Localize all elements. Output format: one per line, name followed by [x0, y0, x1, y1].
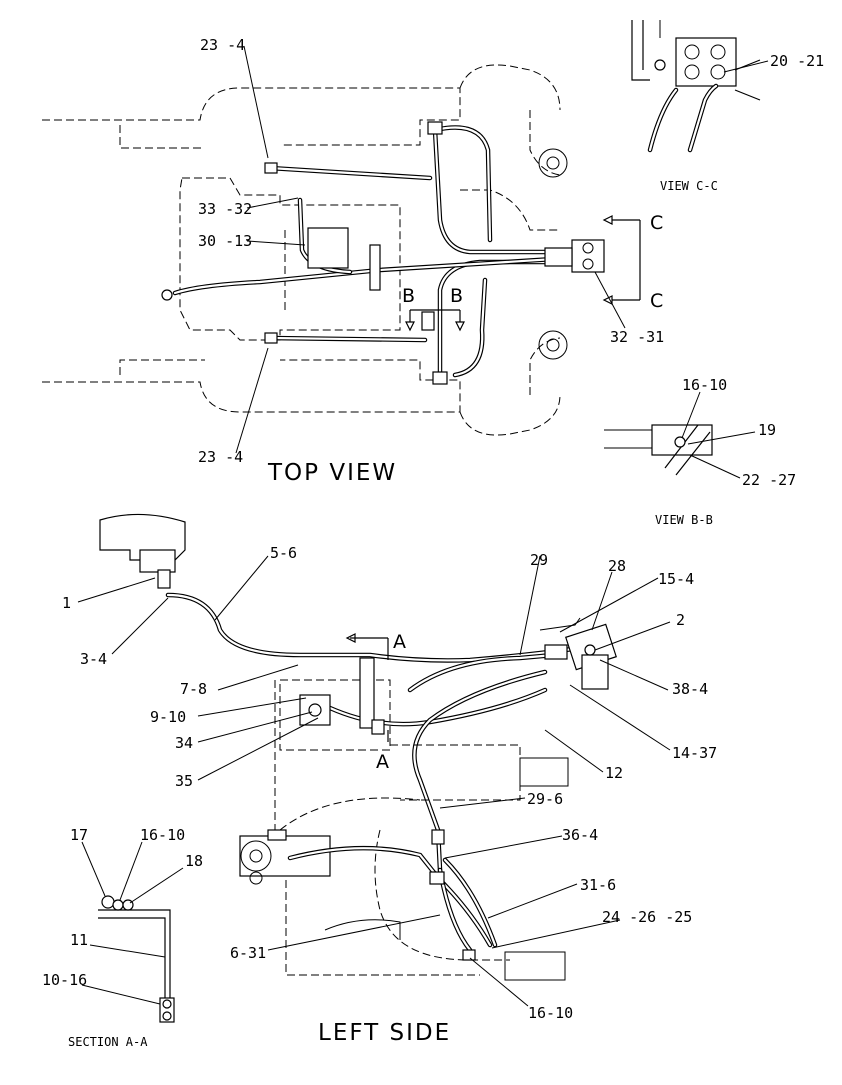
- callout-11: 11: [70, 931, 88, 949]
- callout-18: 18: [185, 852, 203, 870]
- section-marker-c-upper: C: [650, 212, 663, 234]
- callout-14-37: 14-37: [672, 744, 717, 762]
- callout-12: 12: [605, 764, 623, 782]
- callout-6-31: 6-31: [230, 944, 266, 962]
- callout-28: 28: [608, 557, 626, 575]
- leader-11: [89, 944, 166, 958]
- callout-30-13: 30 -13: [198, 232, 252, 250]
- section-marker-b-right: B: [450, 285, 463, 307]
- callout-22-27: 22 -27: [742, 471, 796, 489]
- leader-10-16: [81, 984, 161, 1005]
- section-marker-a-lower: A: [376, 751, 389, 773]
- callout-16-10-ls: 16-10: [528, 1004, 573, 1022]
- top-view-leaders: [235, 45, 626, 454]
- leader-17: [81, 841, 106, 897]
- leader-16-10-sa: [119, 841, 143, 901]
- callout-20-21: 20 -21: [770, 52, 824, 70]
- callout-38-4: 38-4: [672, 680, 708, 698]
- section-marker-c-lower: C: [650, 290, 663, 312]
- left-side-leaders: [77, 555, 671, 1007]
- callout-3-4: 3-4: [80, 650, 107, 668]
- callout-15-4: 15-4: [658, 570, 694, 588]
- callout-7-8: 7-8: [180, 680, 207, 698]
- section-marker-a-upper: A: [393, 631, 406, 653]
- callout-29: 29: [530, 551, 548, 569]
- view-cc-title: VIEW C-C: [660, 179, 718, 193]
- section-marker-b-left: B: [402, 285, 415, 307]
- callout-35: 35: [175, 772, 193, 790]
- callout-29-6: 29-6: [527, 790, 563, 808]
- callout-23-4-upper: 23 -4: [200, 36, 245, 54]
- callout-17: 17: [70, 826, 88, 844]
- callout-9-10: 9-10: [150, 708, 186, 726]
- left-side-drawing: [99, 513, 617, 981]
- callout-31-6: 31-6: [580, 876, 616, 894]
- callout-1: 1: [62, 594, 71, 612]
- callout-34: 34: [175, 734, 193, 752]
- view-cc-drawing: [631, 20, 761, 153]
- view-bb-title: VIEW B-B: [655, 513, 713, 527]
- view-bb-drawing: [604, 424, 713, 476]
- callout-23-4-lower: 23 -4: [198, 448, 243, 466]
- callout-32-31: 32 -31: [610, 328, 664, 346]
- leader-18: [129, 867, 184, 904]
- callout-2: 2: [676, 611, 685, 629]
- section-aa-drawing: [98, 895, 175, 1023]
- left-side-title: LEFT SIDE: [318, 1020, 451, 1046]
- leader-19-bb: [687, 431, 756, 445]
- callout-33-32: 33 -32: [198, 200, 252, 218]
- callout-36-4: 36-4: [562, 826, 598, 844]
- callout-5-6: 5-6: [270, 544, 297, 562]
- callout-16-10-sa: 16-10: [140, 826, 185, 844]
- leader-22-27-bb: [689, 454, 741, 479]
- callout-19: 19: [758, 421, 776, 439]
- top-view-title: TOP VIEW: [267, 460, 397, 486]
- leader-16-10-bb: [681, 391, 701, 439]
- callout-16-10-bb: 16-10: [682, 376, 727, 394]
- section-aa-title: SECTION A-A: [68, 1035, 148, 1049]
- callout-10-16: 10-16: [42, 971, 87, 989]
- leader-20-21: [723, 60, 769, 73]
- callout-24-26-25: 24 -26 -25: [602, 908, 692, 926]
- top-view-drawing: [42, 64, 641, 436]
